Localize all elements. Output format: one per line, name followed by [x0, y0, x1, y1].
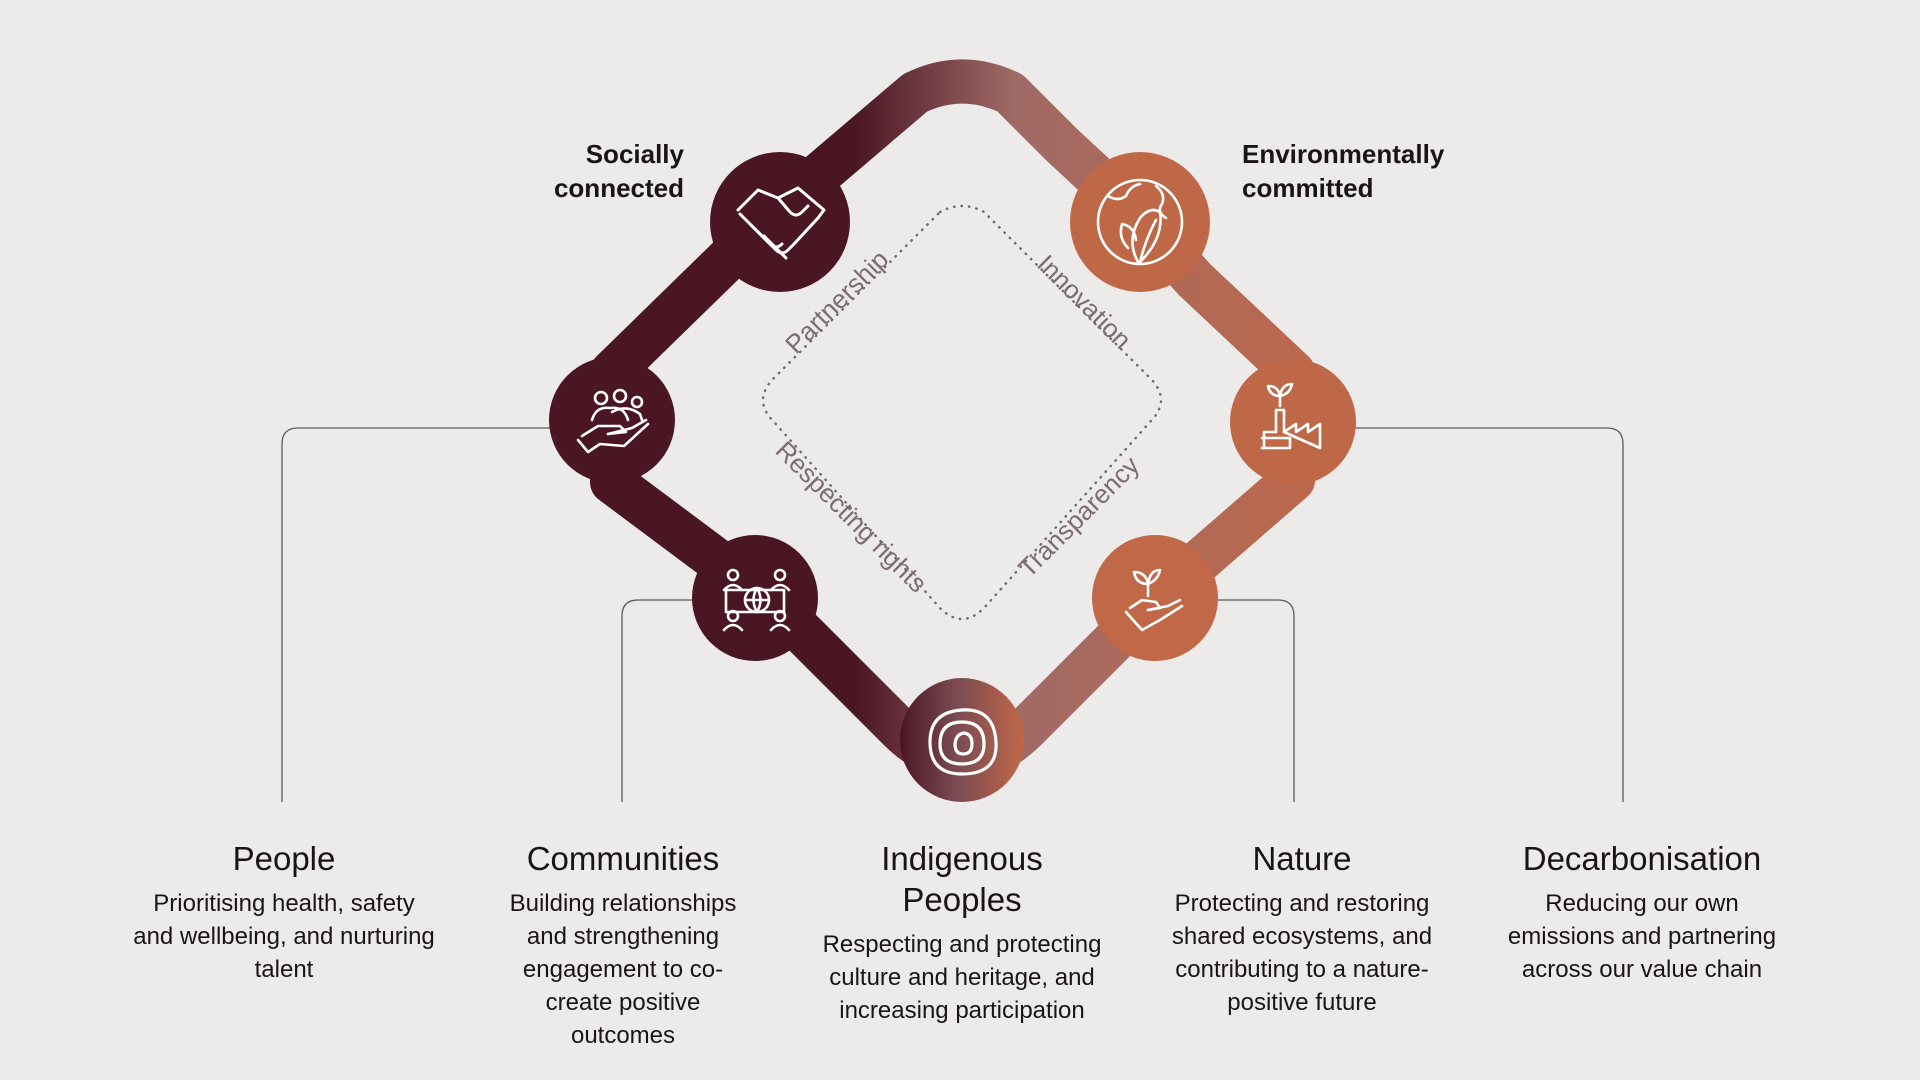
pillar-description: Prioritising health, safety and wellbein… — [133, 890, 435, 983]
theme-environmentally-committed: Environmentally committed — [1242, 139, 1445, 203]
pillar-description: Respecting and protecting culture and he… — [822, 931, 1102, 1024]
pillar-title: Communities — [526, 840, 720, 877]
node-nature — [1092, 535, 1218, 661]
pillar-indigenous-peoples: Indigenous Peoples Respecting and protec… — [802, 838, 1122, 1027]
pillar-title: People — [232, 840, 336, 877]
connector-lines — [281, 427, 1624, 802]
node-decarbonisation — [1230, 359, 1356, 485]
pillar-description: Building relationships and strengthening… — [509, 890, 737, 1049]
node-indigenous-peoples — [900, 678, 1024, 802]
node-environmentally-committed — [1070, 152, 1210, 292]
connector-communities — [621, 599, 755, 802]
connector-people — [281, 427, 612, 802]
node-people — [549, 357, 675, 483]
pillar-communities: Communities Building relationships and s… — [463, 838, 783, 1052]
pillar-nature: Nature Protecting and restoring shared e… — [1142, 838, 1462, 1019]
pillar-description: Reducing our own emissions and partnerin… — [1507, 890, 1777, 983]
node-communities — [692, 535, 818, 661]
pillar-title: Indigenous Peoples — [881, 840, 1043, 918]
pillar-description: Protecting and restoring shared ecosyste… — [1171, 890, 1433, 1016]
global-community-icon — [722, 568, 791, 632]
people-in-hand-icon — [576, 388, 650, 454]
pillar-title: Decarbonisation — [1522, 840, 1762, 877]
node-socially-connected — [710, 152, 850, 292]
pillar-people: People Prioritising health, safety and w… — [124, 838, 444, 986]
theme-socially-connected: Socially connected — [553, 139, 684, 203]
pillar-decarbonisation: Decarbonisation Reducing our own emissio… — [1482, 838, 1802, 986]
indigenous-symbol-icon — [928, 708, 998, 776]
plant-in-hand-icon — [1124, 568, 1184, 632]
globe-leaf-icon — [1096, 178, 1184, 266]
connector-nature — [1158, 599, 1295, 802]
factory-sprout-icon — [1260, 382, 1322, 450]
pillar-title: Nature — [1252, 840, 1352, 877]
handshake-icon — [736, 186, 826, 260]
connector-decarbonisation — [1355, 427, 1624, 802]
